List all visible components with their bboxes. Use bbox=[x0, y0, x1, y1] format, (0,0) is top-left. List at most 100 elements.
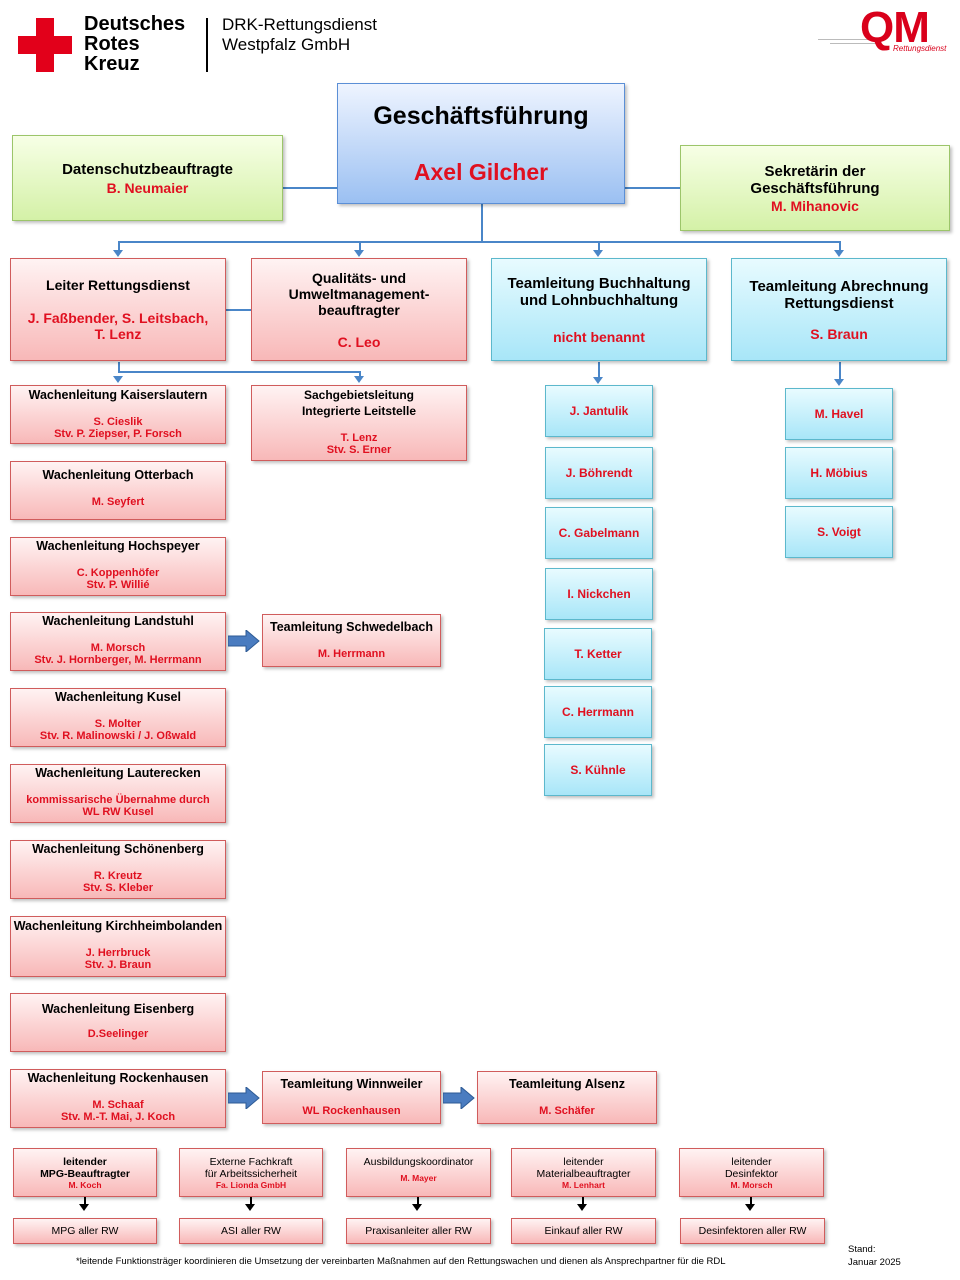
staff-box: J. Böhrendt bbox=[545, 447, 653, 499]
team-title: Teamleitung Alsenz bbox=[509, 1077, 625, 1091]
department-title: Teamleitung Buchhaltung bbox=[507, 274, 691, 292]
function-target-box: Praxisanleiter aller RW bbox=[346, 1218, 491, 1244]
red-cross-icon bbox=[18, 18, 72, 72]
wache-deputy: Stv. S. Kleber bbox=[82, 882, 154, 894]
function-target-box: Desinfektoren aller RW bbox=[680, 1218, 825, 1244]
function-title: leitender bbox=[563, 1156, 604, 1168]
wache-box: Wachenleitung Schönenberg R. Kreutz Stv.… bbox=[10, 840, 226, 899]
department-title: Teamleitung Abrechnung bbox=[749, 277, 929, 295]
wache-box: Wachenleitung Kusel S. Molter Stv. R. Ma… bbox=[10, 688, 226, 747]
department-name: J. Faßbender, S. Leitsbach, bbox=[27, 310, 209, 326]
staff-name: S. Kühnle bbox=[570, 763, 626, 777]
qm-text: QM bbox=[860, 3, 930, 52]
function-box: leitender MPG-Beauftragter M. Koch bbox=[13, 1148, 157, 1197]
staff-name: C. Gabelmann bbox=[558, 526, 640, 540]
function-title: für Arbeitssicherheit bbox=[204, 1168, 298, 1180]
wache-title: Wachenleitung Landstuhl bbox=[42, 614, 194, 628]
function-box: leitender Materialbeauftragter M. Lenhar… bbox=[511, 1148, 656, 1197]
secretary-title: Geschäftsführung bbox=[750, 179, 880, 197]
department-title: und Lohnbuchhaltung bbox=[519, 291, 679, 309]
staff-box: I. Nickchen bbox=[545, 568, 653, 620]
staff-box: S. Voigt bbox=[785, 506, 893, 558]
leitstelle-box: Sachgebietsleitung Integrierte Leitstell… bbox=[251, 385, 467, 461]
connector-line bbox=[625, 187, 680, 189]
qm-swoosh bbox=[818, 39, 878, 40]
leitstelle-title: Integrierte Leitstelle bbox=[301, 404, 417, 418]
connector-line bbox=[359, 371, 361, 377]
wache-lead: kommissarische Übernahme durch bbox=[26, 794, 210, 806]
function-title: Externe Fachkraft bbox=[209, 1156, 293, 1168]
staff-box: M. Havel bbox=[785, 388, 893, 440]
wache-title: Wachenleitung Rockenhausen bbox=[27, 1071, 209, 1085]
wache-lead: J. Herrbruck bbox=[85, 947, 151, 959]
wache-lead: M. Morsch bbox=[90, 642, 146, 654]
dsb-title: Datenschutzbeauftragte bbox=[62, 160, 233, 178]
wache-lead: S. Cieslik bbox=[93, 416, 143, 428]
function-target: Desinfektoren aller RW bbox=[698, 1225, 807, 1237]
function-name: Fa. Lionda GmbH bbox=[215, 1180, 287, 1190]
staff-name: H. Möbius bbox=[810, 466, 868, 480]
function-target: Einkauf aller RW bbox=[544, 1225, 623, 1237]
function-target-box: ASI aller RW bbox=[179, 1218, 323, 1244]
team-title: Teamleitung Winnweiler bbox=[280, 1077, 423, 1091]
function-title: MPG-Beauftragter bbox=[40, 1168, 130, 1180]
staff-name: M. Havel bbox=[814, 407, 864, 421]
buchhaltung-box: Teamleitung Buchhaltung und Lohnbuchhalt… bbox=[491, 258, 707, 361]
function-target: MPG aller RW bbox=[51, 1225, 119, 1237]
wache-box: Wachenleitung Landstuhl M. Morsch Stv. J… bbox=[10, 612, 226, 671]
leitstelle-name: T. Lenz bbox=[340, 432, 378, 444]
secretary-title: Sekretärin der bbox=[764, 162, 866, 180]
function-title: leitender bbox=[63, 1156, 107, 1168]
leitstelle-title: Sachgebietsleitung bbox=[303, 388, 415, 402]
function-title: leitender bbox=[731, 1156, 772, 1168]
wache-lead: M. Schaaf bbox=[92, 1099, 144, 1111]
arrow-down-icon bbox=[79, 1204, 89, 1211]
function-box: Ausbildungskoordinator M. Mayer bbox=[346, 1148, 491, 1197]
wache-title: Wachenleitung Kaiserslautern bbox=[28, 388, 208, 402]
qm-subtitle: Rettungsdienst bbox=[893, 44, 947, 53]
connector-line bbox=[839, 362, 841, 380]
team-alsenz-box: Teamleitung Alsenz M. Schäfer bbox=[477, 1071, 657, 1124]
wache-deputy: WL RW Kusel bbox=[82, 806, 154, 818]
department-name: T. Lenz bbox=[94, 326, 142, 342]
wache-box: Wachenleitung Kaiserslautern S. Cieslik … bbox=[10, 385, 226, 444]
function-box: Externe Fachkraft für Arbeitssicherheit … bbox=[179, 1148, 323, 1197]
wache-deputy: Stv. P. Willié bbox=[86, 579, 150, 591]
team-schwedelbach-box: Teamleitung Schwedelbach M. Herrmann bbox=[262, 614, 441, 667]
wache-title: Wachenleitung Otterbach bbox=[42, 468, 194, 482]
staff-box: C. Herrmann bbox=[544, 686, 652, 738]
wache-box: Wachenleitung Otterbach M. Seyfert bbox=[10, 461, 226, 520]
wache-deputy: Stv. J. Hornberger, M. Herrmann bbox=[34, 654, 202, 666]
staff-box: T. Ketter bbox=[544, 628, 652, 680]
connector-line bbox=[118, 371, 360, 373]
connector-line bbox=[750, 1197, 752, 1205]
ceo-box: Geschäftsführung Axel Gilcher bbox=[337, 83, 625, 204]
org-name: Deutsches Rotes Kreuz bbox=[84, 13, 186, 75]
company-name: DRK-Rettungsdienst Westpfalz GmbH bbox=[222, 15, 377, 54]
arrow-down-icon bbox=[412, 1204, 422, 1211]
function-title: Desinfektor bbox=[724, 1168, 779, 1180]
function-name: M. Lenhart bbox=[562, 1180, 605, 1190]
team-name: M. Schäfer bbox=[539, 1105, 595, 1117]
staff-name: J. Böhrendt bbox=[565, 466, 633, 480]
wache-deputy: Stv. P. Ziepser, P. Forsch bbox=[54, 428, 182, 440]
arrow-down-icon bbox=[577, 1204, 587, 1211]
wache-title: Wachenleitung Eisenberg bbox=[41, 1002, 195, 1016]
ceo-title: Geschäftsführung bbox=[373, 101, 589, 130]
connector-line bbox=[582, 1197, 584, 1205]
department-title: Qualitäts- und bbox=[311, 269, 407, 286]
staff-box: J. Jantulik bbox=[545, 385, 653, 437]
connector-line bbox=[481, 204, 483, 242]
wache-deputy: Stv. R. Malinowski / J. Oßwald bbox=[39, 730, 197, 742]
connector-line bbox=[598, 241, 600, 251]
wache-box: Wachenleitung Rockenhausen M. Schaaf Stv… bbox=[10, 1069, 226, 1128]
team-winnweiler-box: Teamleitung Winnweiler WL Rockenhausen bbox=[262, 1071, 441, 1124]
function-name: M. Koch bbox=[68, 1180, 102, 1190]
function-title: Ausbildungskoordinator bbox=[363, 1156, 474, 1168]
arrow-right-icon bbox=[228, 1087, 260, 1109]
arrow-down-icon bbox=[113, 376, 123, 383]
function-title: Materialbeauftragter bbox=[536, 1168, 631, 1180]
logo-divider bbox=[206, 18, 208, 72]
wache-title: Wachenleitung Hochspeyer bbox=[36, 539, 200, 553]
wache-deputy: Stv. M.-T. Mai, J. Koch bbox=[60, 1111, 176, 1123]
